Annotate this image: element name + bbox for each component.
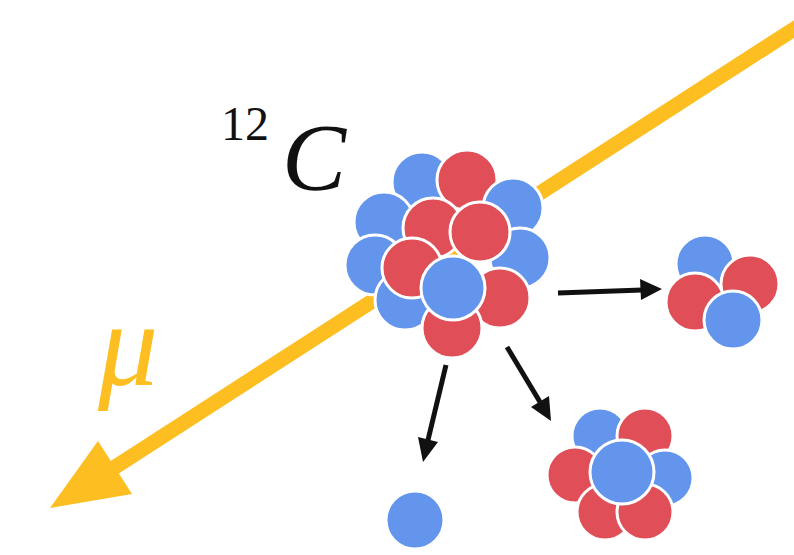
arrow-head	[418, 437, 438, 462]
particle-symbol: μ	[98, 285, 158, 405]
muon-track	[50, 22, 794, 508]
arrow-head	[640, 279, 662, 300]
arrow-head	[531, 396, 551, 421]
carbon-nucleus	[345, 150, 550, 358]
element-symbol: C	[282, 110, 346, 206]
arrow-shaft	[507, 347, 540, 402]
neutron-ball	[421, 256, 485, 320]
proton-ball	[450, 202, 510, 262]
alpha-fragment	[666, 235, 779, 349]
arrow-shaft	[428, 365, 446, 440]
mass-number: 12	[221, 100, 269, 148]
neutron-ball	[590, 440, 654, 504]
muon-arrowhead	[50, 441, 132, 508]
neutron-ball	[704, 291, 762, 349]
neutron-ball	[386, 491, 444, 549]
muon-line	[112, 22, 794, 469]
arrow-shaft	[558, 290, 642, 293]
heavy-fragment	[547, 408, 693, 540]
